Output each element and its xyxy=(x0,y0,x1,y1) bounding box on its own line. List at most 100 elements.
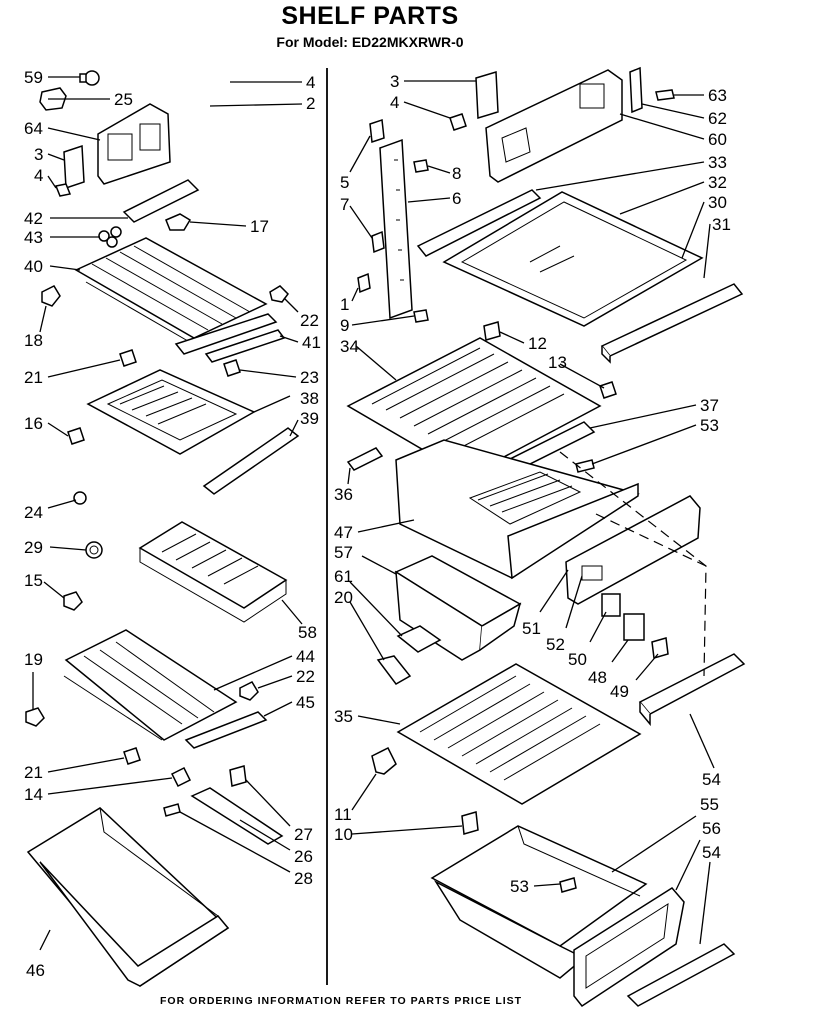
part-49-lever xyxy=(651,637,669,659)
callout-21-upper: 21 xyxy=(24,368,43,387)
callout-27: 27 xyxy=(294,825,313,844)
callout-36: 36 xyxy=(334,485,353,504)
callout-15: 15 xyxy=(24,571,43,590)
callout-18: 18 xyxy=(24,331,43,350)
callout-48: 48 xyxy=(588,668,607,687)
callout-28: 28 xyxy=(294,869,313,888)
callout-21-lower: 21 xyxy=(24,763,43,782)
part-24-button xyxy=(73,491,87,505)
callout-53-lower: 53 xyxy=(510,877,529,896)
part-17-clip xyxy=(165,213,192,231)
callout-56: 56 xyxy=(702,819,721,838)
callout-41: 41 xyxy=(302,333,321,352)
callout-53-upper: 53 xyxy=(700,416,719,435)
callout-31: 31 xyxy=(712,215,731,234)
callout-14: 14 xyxy=(24,785,43,804)
callout-24: 24 xyxy=(24,503,43,522)
part-7-clip xyxy=(371,230,385,254)
part-63-screw xyxy=(655,89,675,101)
part-64-light-housing xyxy=(97,103,171,185)
leader-lines xyxy=(32,76,715,951)
callout-12: 12 xyxy=(528,334,547,353)
part-33-trim xyxy=(416,189,542,257)
part-47-meat-pan xyxy=(395,439,640,580)
part-40-wire-shelf xyxy=(74,237,268,349)
part-8-screw xyxy=(413,159,429,173)
part-6-ladder-rail xyxy=(379,138,413,320)
callout-2: 2 xyxy=(306,94,315,113)
model-subtitle: For Model: ED22MKXRWR-0 xyxy=(276,34,464,50)
callout-37: 37 xyxy=(700,396,719,415)
part-18-shelf-support xyxy=(41,285,61,307)
callout-3: 3 xyxy=(34,145,43,164)
callout-46: 46 xyxy=(26,961,45,980)
part-9-screw xyxy=(413,309,429,323)
part-35-glass-shelf-frame xyxy=(396,663,642,805)
ordering-info-footer: FOR ORDERING INFORMATION REFER TO PARTS … xyxy=(160,995,523,1007)
callout-26: 26 xyxy=(294,847,313,866)
callout-52: 52 xyxy=(546,635,565,654)
part-19-support xyxy=(25,707,45,727)
callout-4: 4 xyxy=(34,166,43,185)
callout-44: 44 xyxy=(296,647,315,666)
callout-8: 8 xyxy=(452,164,461,183)
part-22-stud-upper xyxy=(269,285,289,303)
callout-39: 39 xyxy=(300,409,319,428)
callout-22-lower: 22 xyxy=(296,667,315,686)
callout-58: 58 xyxy=(298,623,317,642)
part-46-crisper-bin xyxy=(26,807,230,987)
part-58-ice-tray xyxy=(138,521,288,623)
callout-17: 17 xyxy=(250,217,269,236)
part-39-door-trim xyxy=(202,427,300,495)
callout-6: 6 xyxy=(452,189,461,208)
part-51-52-control-plate xyxy=(565,495,701,605)
part-21-stud-lower xyxy=(123,747,141,765)
part-4-right-screw xyxy=(449,113,467,131)
part-15-knob xyxy=(63,591,83,611)
part-44-wire-shelf xyxy=(63,629,238,741)
part-50-knob xyxy=(601,593,621,617)
callout-60: 60 xyxy=(708,130,727,149)
callout-38: 38 xyxy=(300,389,319,408)
callout-45: 45 xyxy=(296,693,315,712)
callout-9: 9 xyxy=(340,316,349,335)
part-43-connectors xyxy=(98,226,122,248)
part-14-roller xyxy=(170,766,192,788)
part-11-handle xyxy=(371,746,397,775)
callout-22-upper: 22 xyxy=(300,311,319,330)
part-59-bulb xyxy=(79,70,100,86)
callout-7: 7 xyxy=(340,195,349,214)
callout-10: 10 xyxy=(334,825,353,844)
part-10-clip xyxy=(461,811,479,835)
callout-42: 42 xyxy=(24,209,43,228)
part-57-utility-bin xyxy=(394,555,522,661)
callout-50: 50 xyxy=(568,650,587,669)
callout-13: 13 xyxy=(548,353,567,372)
callout-59: 59 xyxy=(24,68,43,87)
callout-61: 61 xyxy=(334,567,353,586)
part-53-screw-upper xyxy=(575,459,595,473)
callout-57: 57 xyxy=(334,543,353,562)
callout-5: 5 xyxy=(340,173,349,192)
callout-labels: 59 25 64 3 4 42 43 40 18 21 16 24 29 15 … xyxy=(24,68,731,980)
page-title: SHELF PARTS xyxy=(281,2,459,30)
callout-51: 51 xyxy=(522,619,541,638)
part-3-right-bracket xyxy=(475,71,499,119)
part-48-slider xyxy=(623,613,645,641)
part-23-stud xyxy=(223,359,241,377)
callout-23: 23 xyxy=(300,368,319,387)
callout-20: 20 xyxy=(334,588,353,607)
part-36-rail xyxy=(346,447,384,471)
callout-25: 25 xyxy=(114,90,133,109)
part-21-stud-upper xyxy=(119,349,137,367)
part-3-left-bracket xyxy=(63,144,85,190)
callout-11: 11 xyxy=(334,805,352,824)
callout-29: 29 xyxy=(24,538,43,557)
part-30-31-front-trim xyxy=(600,283,744,364)
part-56-bin-front xyxy=(573,887,685,1008)
part-53-screw-lower xyxy=(559,877,577,893)
callout-54-upper: 54 xyxy=(702,770,721,789)
part-62-bracket xyxy=(629,66,643,114)
callout-4-top: 4 xyxy=(306,73,315,92)
